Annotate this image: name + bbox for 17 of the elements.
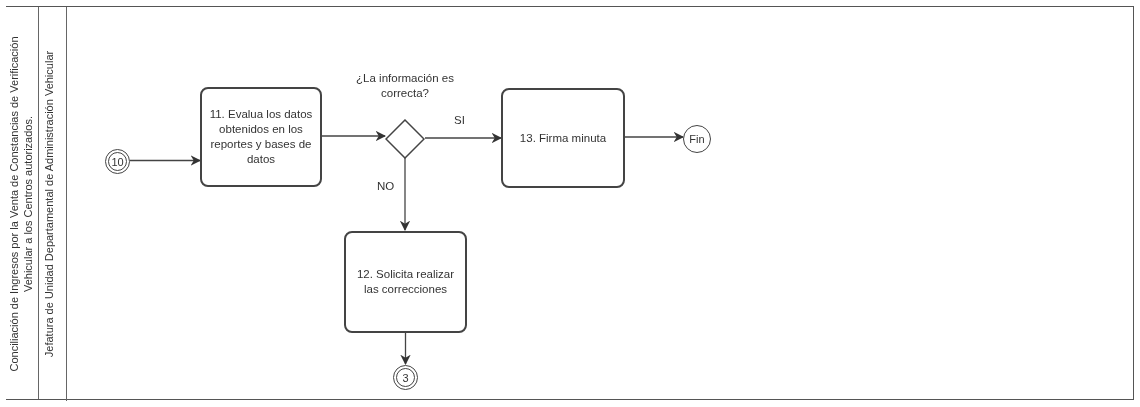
arrow — [400, 331, 411, 366]
arrow — [424, 132, 503, 144]
task-box: 12. Solicita realizar las correcciones — [344, 231, 467, 333]
edge-label: SI — [452, 114, 467, 126]
lane-label: Jefatura de Unidad Departamental de Administración Vehicular — [42, 49, 56, 360]
arrow — [624, 131, 685, 143]
pool-label: Conciliación de Ingresos por la Venta de Constancias de Verificación Vehicular a los Centros autorizados. — [7, 35, 36, 374]
arrow — [129, 155, 202, 166]
task-box: 13. Firma minuta — [501, 88, 625, 188]
connector-circle: 10 — [105, 149, 130, 174]
arrow — [321, 130, 387, 142]
decision-question: ¿La información es correcta? — [355, 71, 455, 101]
arrow — [399, 157, 411, 232]
task-box: 11. Evalua los datos obtenidos en los reportes y bases de datos — [200, 87, 322, 187]
connector-circle: 3 — [393, 365, 418, 390]
end-event-circle: Fin — [683, 125, 711, 153]
edge-label: NO — [375, 180, 397, 192]
